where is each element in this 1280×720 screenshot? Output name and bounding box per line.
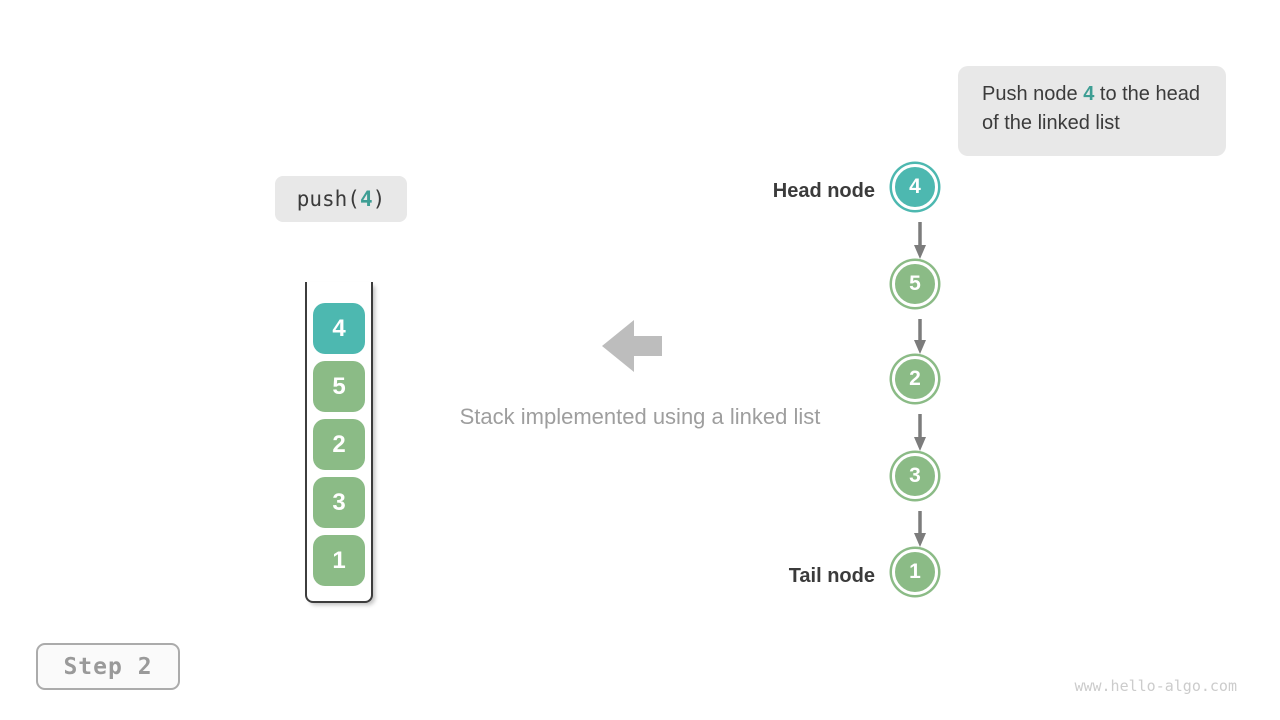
watermark: www.hello-algo.com bbox=[1074, 677, 1237, 695]
linked-list-node: 2 bbox=[892, 356, 938, 402]
diagram-caption: Stack implemented using a linked list bbox=[459, 404, 821, 429]
push-fn-open: push( bbox=[296, 187, 360, 211]
stack-item: 3 bbox=[313, 477, 365, 528]
linked-list-node: 5 bbox=[892, 261, 938, 307]
callout-text-after: to the head of the linked list bbox=[982, 83, 1200, 134]
step-badge: Step 2 bbox=[36, 643, 180, 690]
stack-item: 5 bbox=[313, 361, 365, 412]
linked-list-node: 3 bbox=[892, 453, 938, 499]
push-fn-close: ) bbox=[372, 187, 386, 211]
callout-text-before: Push node bbox=[982, 83, 1084, 105]
linked-list-node: 4 bbox=[892, 164, 938, 210]
stack-item: 2 bbox=[313, 419, 365, 470]
push-operation-label: push(4) bbox=[275, 176, 407, 222]
left-block-arrow-icon bbox=[602, 320, 662, 372]
stack-container: 4 5 2 3 1 bbox=[305, 282, 373, 603]
head-node-label: Head node bbox=[772, 180, 875, 202]
linked-list-node: 1 bbox=[892, 549, 938, 595]
tail-node-label: Tail node bbox=[788, 565, 875, 587]
stack-item: 1 bbox=[313, 535, 365, 586]
step-label: Step 2 bbox=[63, 653, 153, 680]
callout-highlight-value: 4 bbox=[1083, 83, 1095, 105]
stack-item: 4 bbox=[313, 303, 365, 354]
callout-push-description: Push node 4 to the head of the linked li… bbox=[958, 66, 1226, 156]
push-arg: 4 bbox=[359, 187, 373, 211]
linked-list-arrows bbox=[914, 222, 926, 547]
